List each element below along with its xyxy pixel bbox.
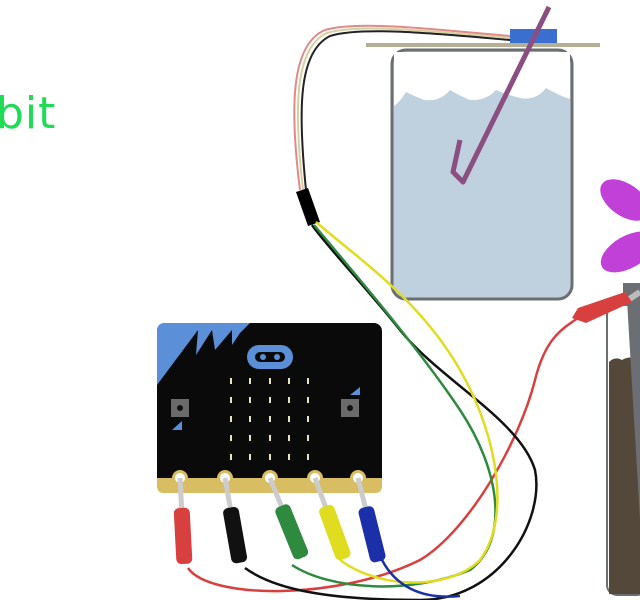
led [249,454,251,460]
led [269,454,271,460]
red-clip [173,477,193,565]
led-matrix [230,378,309,460]
yellow-clip [312,477,351,561]
yellow-wire [315,221,499,584]
sensor-cable [293,24,511,191]
led [230,435,232,441]
water-jar [390,48,574,301]
led [288,378,290,384]
led [307,416,309,422]
led [288,435,290,441]
blue-clip [355,477,386,563]
soil-clip [572,289,640,323]
led [307,378,309,384]
led [230,397,232,403]
led [249,416,251,422]
led [269,397,271,403]
probe [450,5,552,185]
led [230,378,232,384]
led [288,416,290,422]
cable-connector [296,188,320,226]
red-wire [186,316,579,593]
green-wire [291,224,497,588]
microbit-logo-text: bit [0,88,57,139]
led [288,454,290,460]
led [307,435,309,441]
led [230,416,232,422]
green-clip [267,477,309,560]
blue-wire [380,559,461,598]
microbit-board [157,323,382,493]
led [249,435,251,441]
black-clip [222,477,248,564]
led [288,397,290,403]
led [230,454,232,460]
soil-pot [606,300,640,596]
led [269,435,271,441]
led [249,378,251,384]
led [249,397,251,403]
led [307,397,309,403]
board-accent [157,323,250,385]
led [269,378,271,384]
led [307,454,309,460]
wires [186,221,579,600]
led [269,416,271,422]
